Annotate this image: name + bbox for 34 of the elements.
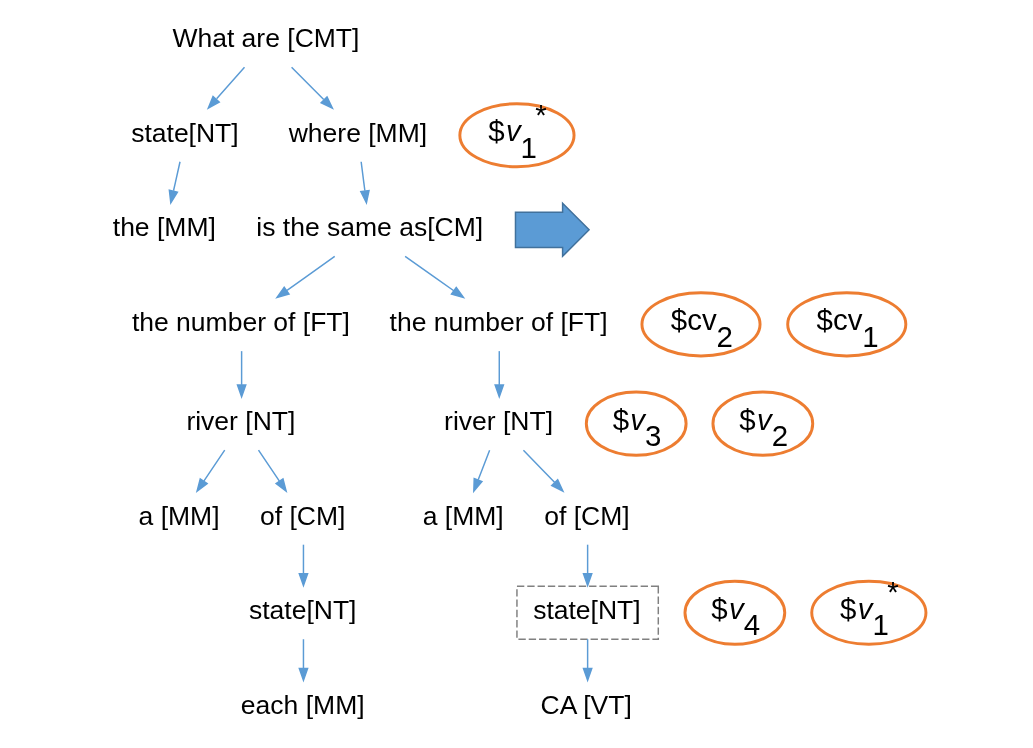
arrow	[195, 449, 226, 493]
arrow	[257, 449, 288, 493]
arrow	[494, 350, 505, 399]
node-text: of [CM]	[260, 500, 346, 531]
node-text: the [MM]	[112, 212, 216, 243]
node-arrow	[514, 201, 591, 259]
arrow	[404, 255, 466, 299]
node-text: state[NT]	[131, 117, 239, 148]
node-text: of [CM]	[544, 500, 630, 531]
arrow	[359, 161, 370, 205]
node-text: is the same as[CM]	[256, 212, 484, 243]
node-text: CA [VT]	[540, 689, 632, 720]
arrow	[290, 66, 334, 110]
node-text: river [NT]	[444, 406, 553, 437]
node-text: a [MM]	[422, 500, 504, 531]
node-text: a [MM]	[138, 500, 220, 531]
node-text: state[NT]	[248, 595, 357, 626]
arrow	[236, 350, 247, 399]
node-text: each [MM]	[240, 689, 365, 720]
arrow	[582, 638, 593, 683]
arrow	[206, 66, 246, 110]
arrow	[298, 638, 309, 683]
arrow	[298, 543, 309, 588]
node-text: What are [CMT]	[172, 23, 360, 54]
node-text: the number of [FT]	[389, 306, 608, 337]
node-text: the number of [FT]	[131, 306, 350, 337]
arrow	[275, 255, 336, 299]
arrow	[168, 161, 181, 205]
arrow	[522, 449, 565, 493]
node-text: river [NT]	[186, 406, 296, 437]
arrow	[582, 543, 593, 588]
arrow	[473, 449, 491, 494]
node-box: state[NT]	[516, 585, 660, 640]
node-text: where [MM]	[288, 117, 428, 148]
